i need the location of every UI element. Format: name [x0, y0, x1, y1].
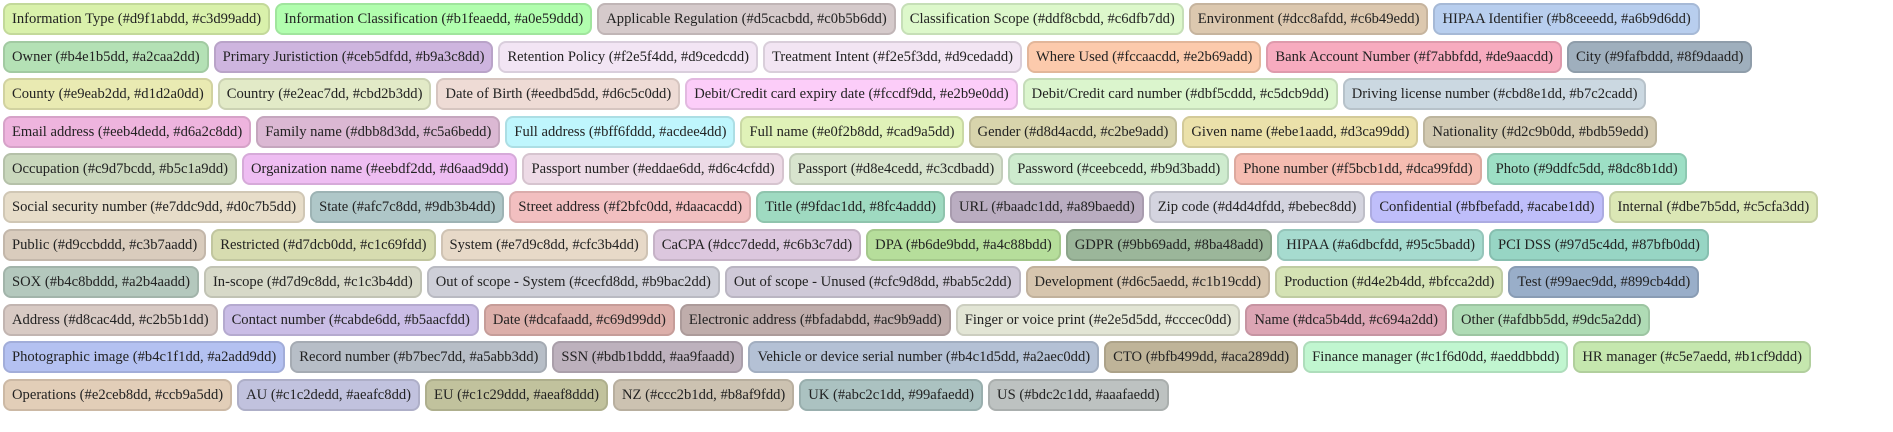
tag-chip[interactable]: Information Classification (#b1feaedd, #… [275, 3, 593, 35]
tag-chip[interactable]: Vehicle or device serial number (#b4c1d5… [748, 341, 1100, 374]
tag-chip[interactable]: URL (#baadc1dd, #a89baedd) [950, 190, 1144, 223]
tag-chip[interactable]: Password (#ceebcedd, #b9d3badd) [1008, 153, 1230, 186]
tag-chip[interactable]: Date (#dcafaadd, #c69d99dd) [483, 303, 675, 336]
tag-chip[interactable]: Phone number (#f5bcb1dd, #dca99fdd) [1234, 153, 1482, 186]
tag-chip[interactable]: Name (#dca5b4dd, #c694a2dd) [1245, 303, 1447, 336]
tag-chip[interactable]: Passport number (#eddae6dd, #d6c4cfdd) [522, 153, 784, 186]
tag-chip[interactable]: Primary Juristiction (#ceb5dfdd, #b9a3c8… [213, 40, 494, 73]
tag-chip[interactable]: UK (#abc2c1dd, #99afaedd) [799, 378, 984, 411]
tag-chip[interactable]: Photo (#9ddfc5dd, #8dc8b1dd) [1486, 153, 1687, 186]
tag-chip[interactable]: Driving license number (#cbd8e1dd, #b7c2… [1342, 78, 1647, 111]
tag-chip[interactable]: Address (#d8cac4dd, #c2b5b1dd) [3, 303, 218, 336]
tag-chip[interactable]: Development (#d6c5aedd, #c1b19cdd) [1025, 266, 1271, 299]
tag-chip[interactable]: System (#e7d9c8dd, #cfc3b4dd) [440, 228, 648, 261]
tag-chip[interactable]: Occupation (#c9d7bcdd, #b5c1a9dd) [3, 153, 237, 186]
tag-chip[interactable]: Title (#9fdac1dd, #8fc4addd) [756, 190, 945, 223]
tag-chip[interactable]: Test (#99aec9dd, #899cb4dd) [1508, 266, 1700, 299]
tag-chip[interactable]: Classification Scope (#ddf8cbdd, #c6dfb7… [900, 3, 1184, 35]
tag-chip[interactable]: Other (#afdbb5dd, #9dc5a2dd) [1451, 303, 1651, 336]
tag-chip[interactable]: City (#9fafbddd, #8f9daadd) [1566, 40, 1753, 73]
tag-chip[interactable]: Full address (#bff6fddd, #acdee4dd) [505, 115, 736, 148]
tag-chip[interactable]: EU (#c1c29ddd, #aeaf8ddd) [425, 378, 608, 411]
tag-chip[interactable]: Debit/Credit card expiry date (#fccdf9dd… [685, 78, 1018, 111]
tag-chip[interactable]: HIPAA Identifier (#b8ceeedd, #a6b9d6dd) [1433, 3, 1700, 35]
tag-chip[interactable]: Street address (#f2bfc0dd, #daacacdd) [509, 190, 752, 223]
tag-chip[interactable]: Gender (#d8d4acdd, #c2be9add) [968, 115, 1178, 148]
tag-chip[interactable]: Full name (#e0f2b8dd, #cad9a5dd) [740, 115, 964, 148]
tag-chip[interactable]: DPA (#b6de9bdd, #a4c88bdd) [866, 228, 1061, 261]
tag-chip[interactable]: Confidential (#bfbefadd, #acabe1dd) [1370, 190, 1604, 223]
tag-chip[interactable]: SSN (#bdb1bddd, #aa9faadd) [552, 341, 744, 374]
tag-chip[interactable]: Email address (#eeb4dedd, #d6a2c8dd) [3, 115, 252, 148]
tag-chip[interactable]: Production (#d4e2b4dd, #bfcca2dd) [1275, 266, 1504, 299]
tag-chip[interactable]: Finger or voice print (#e2e5d5dd, #cccec… [955, 303, 1241, 336]
tag-chip[interactable]: Social security number (#e7ddc9dd, #d0c7… [3, 190, 306, 223]
tag-chip[interactable]: Photographic image (#b4c1f1dd, #a2add9dd… [3, 341, 286, 374]
tag-chip[interactable]: Passport (#d8e4cedd, #c3cdbadd) [788, 153, 1004, 186]
tag-chip[interactable]: Given name (#ebe1aadd, #d3ca99dd) [1182, 115, 1419, 148]
tag-chip[interactable]: Retention Policy (#f2e5f4dd, #d9cedcdd) [498, 40, 758, 73]
tag-chip[interactable]: Contact number (#cabde6dd, #b5aacfdd) [222, 303, 479, 336]
tag-list: Information Type (#d9f1abdd, #c3d99add)I… [3, 3, 1819, 411]
tag-chip[interactable]: Out of scope - System (#cecfd8dd, #b9bac… [426, 266, 720, 299]
tag-chip[interactable]: Date of Birth (#eedbd5dd, #d6c5c0dd) [436, 78, 681, 111]
tag-chip[interactable]: In-scope (#d7d9c8dd, #c1c3b4dd) [203, 266, 422, 299]
tag-chip[interactable]: Environment (#dcc8afdd, #c6b49edd) [1188, 3, 1429, 35]
tag-chip[interactable]: Applicable Regulation (#d5cacbdd, #c0b5b… [597, 3, 896, 35]
tag-chip[interactable]: Information Type (#d9f1abdd, #c3d99add) [3, 3, 271, 35]
tag-chip[interactable]: Owner (#b4e1b5dd, #a2caa2dd) [3, 40, 209, 73]
tag-chip[interactable]: Debit/Credit card number (#dbf5cddd, #c5… [1022, 78, 1338, 111]
tag-chip[interactable]: US (#bdc2c1dd, #aaafaedd) [988, 378, 1169, 411]
tag-chip[interactable]: AU (#c1c2dedd, #aeafc8dd) [237, 378, 421, 411]
tag-chip[interactable]: County (#e9eab2dd, #d1d2a0dd) [3, 78, 213, 111]
tag-chip[interactable]: Finance manager (#c1f6d0dd, #aeddbbdd) [1303, 341, 1569, 374]
tag-chip[interactable]: Zip code (#d4d4dfdd, #bebec8dd) [1148, 190, 1366, 223]
tag-chip[interactable]: Organization name (#eebdf2dd, #d6aad9dd) [242, 153, 518, 186]
tag-chip[interactable]: GDPR (#9bb69add, #8ba48add) [1065, 228, 1273, 261]
tag-chip[interactable]: Internal (#dbe7b5dd, #c5cfa3dd) [1608, 190, 1819, 223]
tag-chip[interactable]: Electronic address (#bfadabdd, #ac9b9add… [679, 303, 951, 336]
tag-chip[interactable]: HR manager (#c5e7aedd, #b1cf9ddd) [1573, 341, 1812, 374]
tag-chip[interactable]: Treatment Intent (#f2e5f3dd, #d9cedadd) [763, 40, 1022, 73]
tag-chip[interactable]: CTO (#bfb499dd, #aca289dd) [1104, 341, 1299, 374]
tag-chip[interactable]: CaCPA (#dcc7dedd, #c6b3c7dd) [652, 228, 862, 261]
tag-chip[interactable]: Country (#e2eac7dd, #cbd2b3dd) [217, 78, 432, 111]
tag-chip[interactable]: Out of scope - Unused (#cfc9d8dd, #bab5c… [724, 266, 1021, 299]
tag-chip[interactable]: Family name (#dbb8d3dd, #c5a6bedd) [256, 115, 501, 148]
tag-chip[interactable]: Restricted (#d7dcb0dd, #c1c69fdd) [211, 228, 436, 261]
tag-chip[interactable]: SOX (#b4c8bddd, #a2b4aadd) [3, 266, 199, 299]
tag-chip[interactable]: NZ (#ccc2b1dd, #b8af9fdd) [612, 378, 795, 411]
tag-chip[interactable]: Where Used (#fccaacdd, #e2b69add) [1027, 40, 1262, 73]
tag-chip[interactable]: Nationality (#d2c9b0dd, #bdb59edd) [1423, 115, 1658, 148]
tag-chip[interactable]: Operations (#e2ceb8dd, #ccb9a5dd) [3, 378, 233, 411]
tag-chip[interactable]: HIPAA (#a6dbcfdd, #95c5badd) [1277, 228, 1484, 261]
tag-chip[interactable]: State (#afc7c8dd, #9db3b4dd) [310, 190, 505, 223]
tag-chip[interactable]: Public (#d9ccbddd, #c3b7aadd) [3, 228, 207, 261]
tag-chip[interactable]: PCI DSS (#97d5c4dd, #87bfb0dd) [1489, 228, 1709, 261]
tag-chip[interactable]: Record number (#b7bec7dd, #a5abb3dd) [290, 341, 548, 374]
tag-chip[interactable]: Bank Account Number (#f7abbfdd, #de9aacd… [1266, 40, 1562, 73]
